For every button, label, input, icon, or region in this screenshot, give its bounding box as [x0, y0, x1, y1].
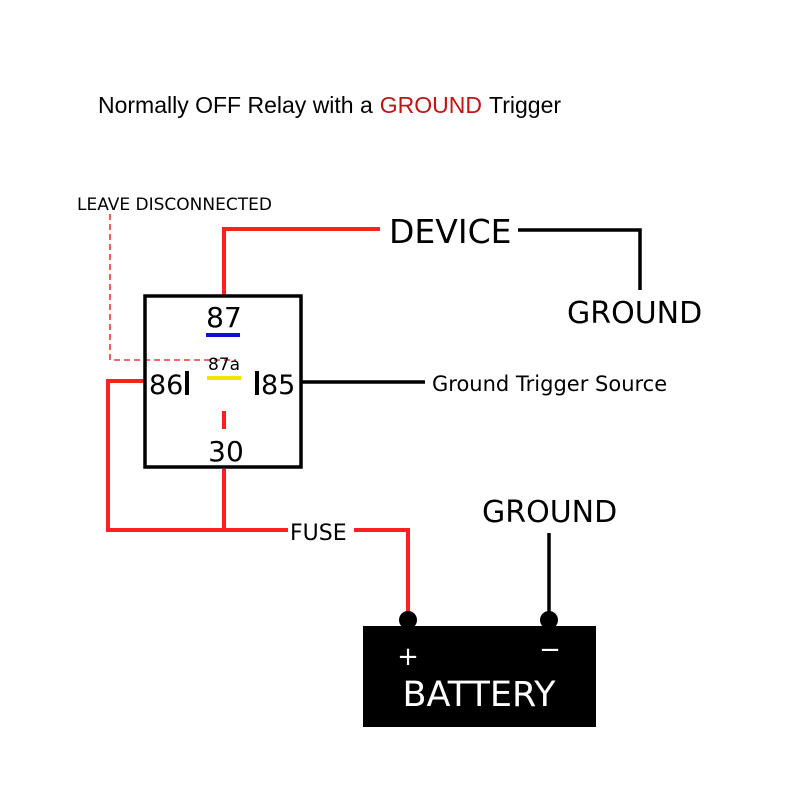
leave-disconnected-label: LEAVE DISCONNECTED	[77, 195, 272, 215]
dashed-wire-87a	[109, 214, 236, 361]
title-part1: Normally OFF Relay with a	[98, 92, 373, 118]
ground-battery-label: GROUND	[482, 495, 617, 530]
battery-positive-terminal	[399, 611, 417, 629]
battery-body	[363, 626, 596, 727]
wire-fuse-to-battery-positive	[354, 528, 410, 617]
pin-87a-marker	[207, 376, 241, 380]
device-label: DEVICE	[389, 212, 511, 251]
pin-30-marker	[222, 411, 226, 429]
battery-minus-label: −	[539, 635, 561, 665]
battery-plus-label: +	[397, 642, 419, 672]
wire-86-to-fuse	[106, 379, 288, 532]
pin-87-label: 87	[206, 301, 242, 334]
diagram-title: Normally OFF Relay with a GROUND Trigger	[98, 92, 561, 118]
battery-negative-terminal	[540, 611, 558, 629]
pin-30-label: 30	[208, 435, 244, 468]
title-part2: Trigger	[489, 92, 561, 118]
pin-87a-label: 87a	[208, 355, 240, 375]
pin-87-marker	[206, 333, 240, 337]
battery: + − BATTERY	[363, 611, 596, 727]
pin-86-marker	[185, 371, 189, 395]
pin-85-marker	[255, 371, 259, 395]
title-highlight: GROUND	[380, 92, 482, 118]
relay-box	[143, 294, 303, 469]
battery-label: BATTERY	[403, 675, 557, 715]
wire-device-to-ground	[518, 228, 642, 290]
wire-87-to-device	[222, 227, 380, 296]
pin-85-label: 85	[261, 370, 295, 401]
ground-top-label: GROUND	[567, 296, 702, 331]
ground-trigger-source-label: Ground Trigger Source	[432, 372, 667, 396]
pin-86-label: 86	[149, 370, 183, 401]
fuse-label: FUSE	[290, 521, 347, 546]
